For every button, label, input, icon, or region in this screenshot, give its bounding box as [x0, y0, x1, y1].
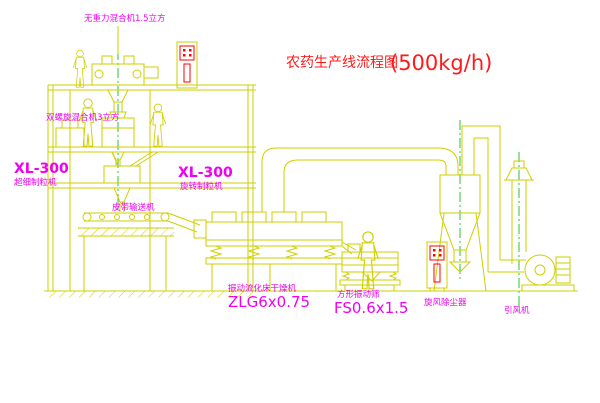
diagram-title-capacity: (500kg/h) — [390, 51, 492, 75]
label-belt-conveyor: 皮带输送机 — [112, 202, 155, 213]
cyclone-separator — [433, 174, 487, 292]
belt-conveyor — [78, 212, 201, 291]
label-cyclone: 旋风除尘器 — [424, 297, 467, 308]
label-screen-name: 方形振动筛 — [337, 289, 380, 300]
worker-figure — [357, 231, 379, 290]
label-fan: 引风机 — [504, 305, 530, 316]
diagram-title: 农药生产线流程图 — [286, 55, 398, 71]
worker-figure — [78, 98, 98, 147]
label-granulator-mid-name: 旋转制粒机 — [180, 181, 223, 192]
label-dryer-name: 振动流化床干燥机 — [228, 283, 297, 294]
third-level-granulator — [103, 151, 159, 212]
label-granulator-left-name: 超细制粒机 — [14, 177, 57, 188]
second-level-machines — [55, 111, 135, 161]
label-granulator-left-model: XL-300 — [14, 161, 69, 177]
building-structure — [44, 84, 578, 298]
exhaust-stack — [504, 160, 534, 264]
induced-draft-fan — [487, 253, 575, 292]
vibrating-screen — [339, 243, 401, 291]
control-cabinet — [426, 241, 448, 291]
fluid-bed-dryer — [193, 211, 357, 291]
top-mixer-machine — [91, 26, 159, 112]
worker-figure — [72, 49, 88, 88]
label-screen-model: FS0.6x1.5 — [334, 299, 408, 317]
control-cabinet — [176, 41, 198, 89]
label-second-mixer: 双螺旋混合机3立方 — [46, 112, 119, 123]
exhaust-ducting — [261, 125, 501, 253]
label-top-mixer: 无重力混合机1.5立方 — [84, 13, 166, 24]
label-granulator-mid-model: XL-300 — [178, 165, 233, 181]
centerlines — [117, 50, 520, 312]
worker-figure — [149, 103, 167, 147]
label-dryer-model: ZLG6x0.75 — [228, 293, 310, 311]
